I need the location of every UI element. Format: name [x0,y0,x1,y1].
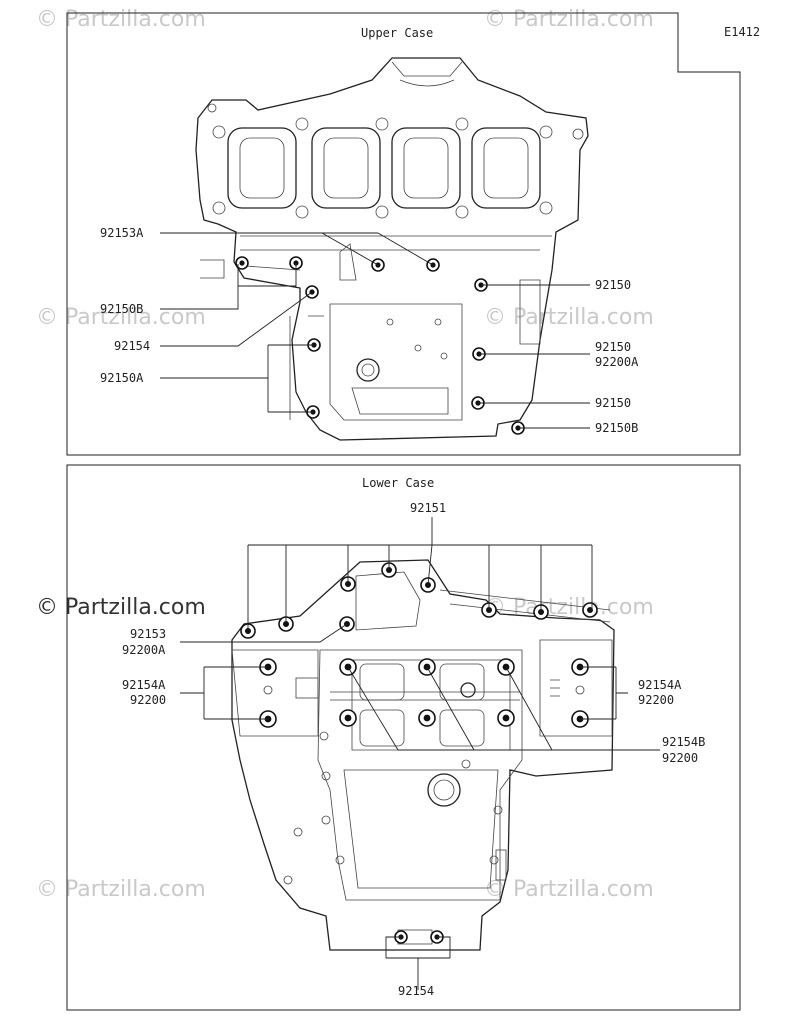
bolt [497,709,515,727]
callout-label: 92154A [638,678,682,692]
lower-case-panel: Lower Case [66,464,741,1011]
watermark-text: Partzilla.com [65,7,206,32]
bearing-journals [359,663,485,747]
callout-label: 92150 [595,340,631,354]
callout-label: 92150B [100,302,143,316]
svg-text:© Partzilla.com: © Partzilla.com [36,877,206,902]
callout-label: 92154B [662,735,705,749]
svg-text:© Partzilla.com: © Partzilla.com [36,7,206,32]
upper-case-bolts [235,256,525,435]
svg-text:© Partzilla.com: © Partzilla.com [484,877,654,902]
svg-text:© Partzilla.com: © Partzilla.com [36,595,206,620]
bolt [418,709,436,727]
svg-text:© Partzilla.com: © Partzilla.com [484,595,654,620]
lower-case-leaders [180,517,660,990]
lower-case-callouts: 92151 92153 92200A 92154A 92200 92154A 9… [122,501,705,998]
callout-label: 92200 [638,693,674,707]
callout-label: 92153 [130,627,166,641]
callout-label: 92151 [410,501,446,515]
callout-label: 92200 [662,751,698,765]
diagram-code: E1412 [724,25,760,39]
lower-case-frame [66,464,741,1011]
watermark-symbol: © [36,7,58,32]
lower-case-title: Lower Case [362,476,434,490]
callout-label: 92150 [595,278,631,292]
upper-case-leaders [160,232,590,429]
callout-label: 92153A [100,226,144,240]
upper-case-title: Upper Case [361,26,433,40]
callout-label: 92150 [595,396,631,410]
callout-label: 92150A [100,371,144,385]
callout-label: 92154 [114,339,150,353]
upper-case-callouts: 92153A 92150B 92154 92150A 92150 92150 9… [100,226,639,435]
head-bolt-bosses [207,103,584,219]
upper-case-panel: E1412 Upper Case [66,12,760,456]
callout-label: 92200A [122,643,166,657]
callout-label: 92154A [122,678,166,692]
callout-label: 92200 [130,693,166,707]
callout-label: 92200A [595,355,639,369]
bolt [339,709,357,727]
svg-text:© Partzilla.com: © Partzilla.com [484,305,654,330]
upper-case-frame [66,12,741,456]
callout-label: 92154 [398,984,434,998]
callout-label: 92150B [595,421,638,435]
bolt [235,256,249,270]
cylinder-bores [227,127,541,209]
upper-case-drawing [195,57,589,441]
bolt [582,602,598,618]
svg-text:© Partzilla.com: © Partzilla.com [484,7,654,32]
